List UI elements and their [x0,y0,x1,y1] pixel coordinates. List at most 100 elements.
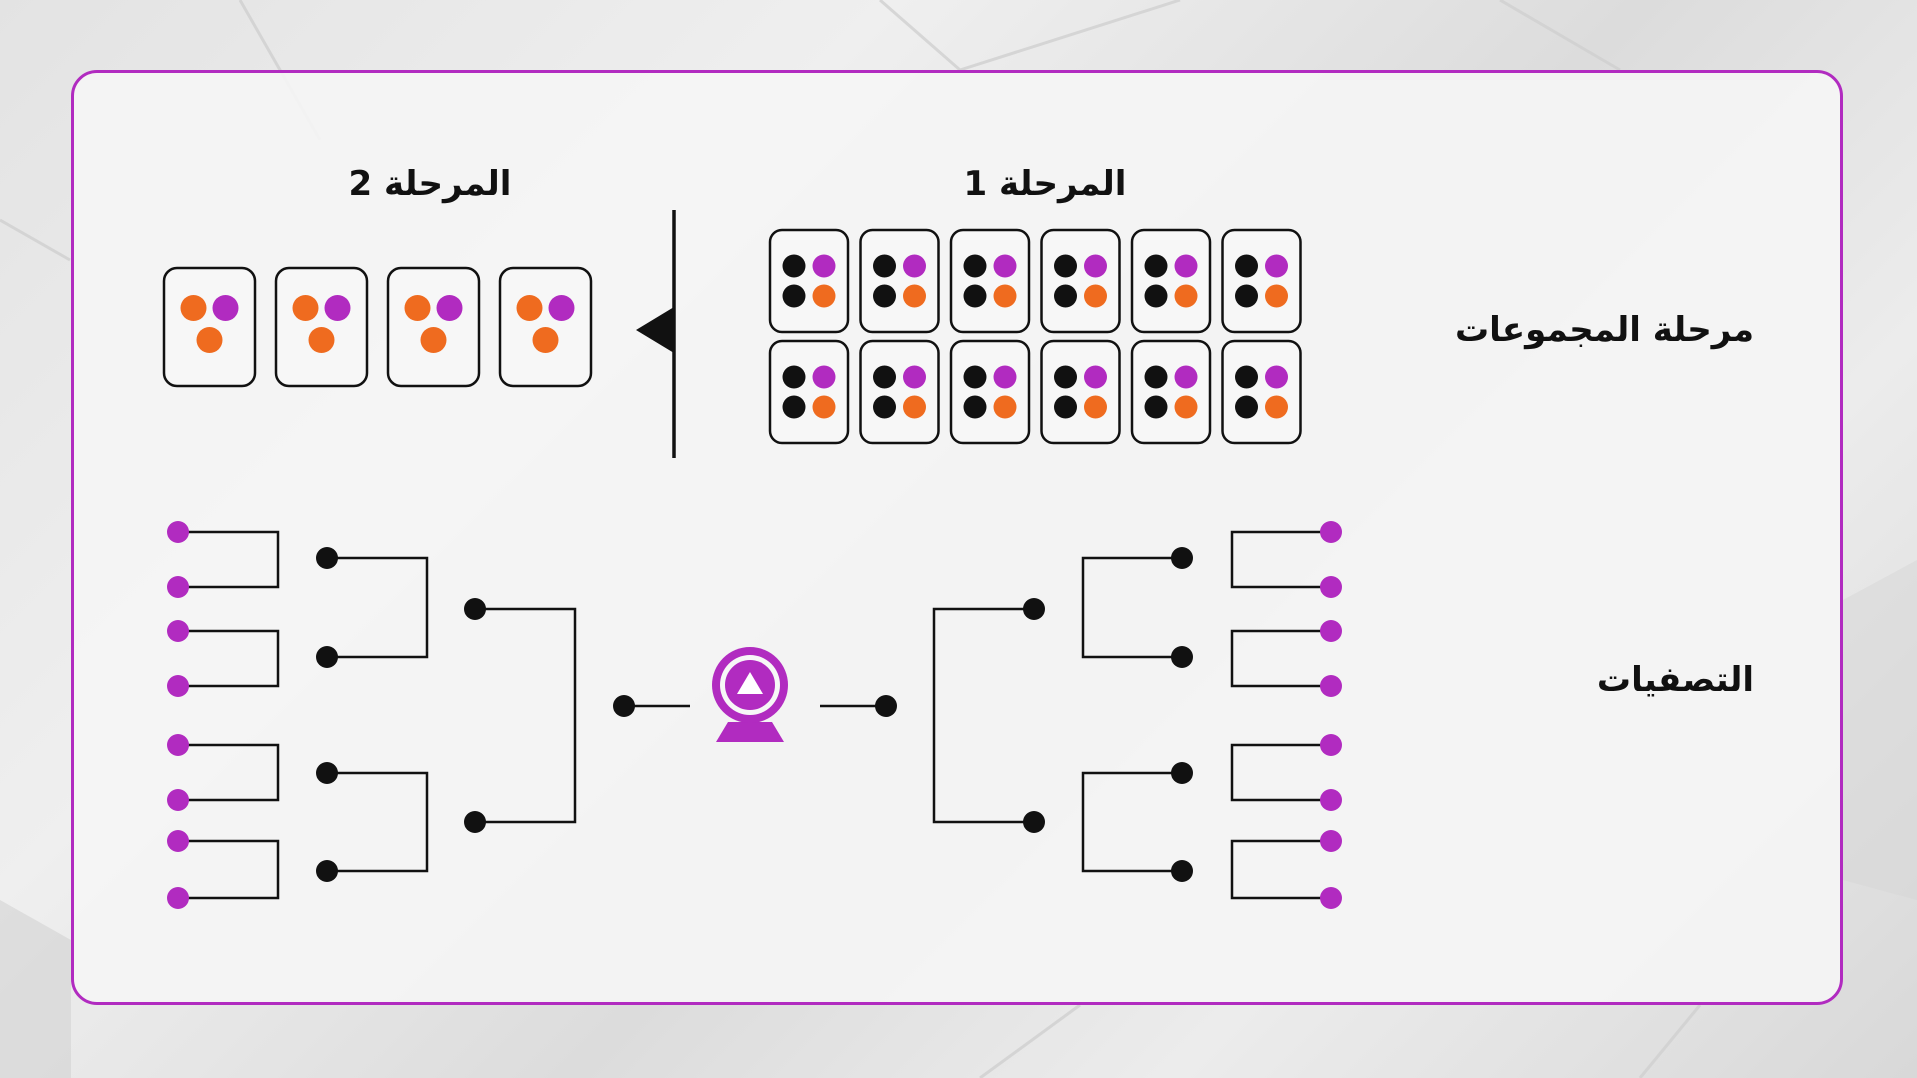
bracket-r16-connector [178,629,280,688]
stage1-team-dot [873,365,896,389]
stage1-group-card [768,228,850,334]
stage1-team-dot [1054,395,1077,419]
stage1-team-dot [1144,395,1168,419]
stage1-team-dot [1235,365,1258,389]
stage1-team-dot [963,365,987,389]
bracket-team-dot [1320,887,1342,909]
stage1-group-card [1221,228,1302,334]
stage2-team-dot [308,327,335,353]
bracket-sf-connector [932,607,1034,824]
stage2-title: المرحلة 2 [348,164,512,204]
stage1-team-dot [873,284,896,308]
bracket-team-dot [167,521,189,543]
bracket-qf-dot [1171,860,1193,882]
bracket-r16-connector [178,839,280,900]
bracket-qf-dot [316,547,338,569]
knockout-label: التصفيات [1596,660,1754,700]
stage1-team-dot [873,254,896,278]
stage1-team-dot [812,284,836,308]
bracket-qf-connector [1081,771,1182,873]
stage1-team-dot [1054,254,1077,278]
stage1-team-dot [812,254,836,278]
bracket-r16-connector [1230,839,1331,900]
stage1-team-dot [782,365,806,389]
stage1-group-card [949,339,1031,445]
bracket-team-dot [1320,830,1342,852]
bracket-team-dot [167,675,189,697]
stage1-team-dot [1054,365,1077,389]
bracket-r16-connector [1230,530,1331,589]
stage2-team-dot [196,327,223,353]
bracket-team-dot [1320,620,1342,642]
bracket-qf-dot [1171,762,1193,784]
stage1-team-dot [1174,254,1198,278]
stage1-team-dot [993,365,1017,389]
bracket-team-dot [1320,576,1342,598]
stage1-group-card [1130,339,1212,445]
stage1-group-card [768,339,850,445]
stage1-team-dot [1084,395,1107,419]
bracket-r16-connector [1230,743,1331,802]
stage1-team-dot [993,395,1017,419]
stage1-team-dot [873,395,896,419]
stage2-team-dot [516,295,543,321]
bracket-team-dot [1320,789,1342,811]
stage1-team-dot [1265,254,1288,278]
bracket-sf-dot [464,811,486,833]
stage1-team-dot [1265,284,1288,308]
bracket-qf-dot [316,646,338,668]
stage2-team-dot [324,295,351,321]
bracket-sf-dot [1023,811,1045,833]
bracket-sf-connector [475,607,577,824]
stage1-group-card [859,339,940,445]
stage1-team-dot [1174,284,1198,308]
bracket-r16-connector [178,530,280,589]
stage1-group-card [1130,228,1212,334]
bracket-qf-connector [327,556,429,659]
stage1-title: المرحلة 1 [963,164,1127,204]
bracket-sf-dot [464,598,486,620]
stage1-team-dot [903,365,926,389]
bracket-team-dot [167,576,189,598]
stage1-team-dot [782,395,806,419]
stage2-team-dot [420,327,447,353]
group-stage-label: مرحلة المجموعات [1454,310,1754,350]
stage1-group-card [1221,339,1302,445]
stage1-team-dot [903,284,926,308]
trophy-base [716,722,784,742]
stage2-team-dot [532,327,559,353]
bracket-qf-dot [316,762,338,784]
stage1-team-dot [1144,365,1168,389]
bracket-team-dot [167,734,189,756]
stage1-team-dot [963,254,987,278]
bracket-team-dot [167,830,189,852]
bracket-final-dot [613,695,635,717]
main-panel [71,70,1843,1005]
stage1-team-dot [1235,254,1258,278]
bracket-r16-connector [1230,629,1331,688]
bracket-qf-dot [1171,547,1193,569]
stage1-team-dot [993,254,1017,278]
stage1-team-dot [1054,284,1077,308]
bracket-team-dot [167,789,189,811]
stage1-team-dot [782,254,806,278]
bracket-qf-connector [327,771,429,873]
stage1-team-dot [903,254,926,278]
stage1-team-dot [1265,395,1288,419]
stage1-team-dot [1144,254,1168,278]
stage1-team-dot [1235,395,1258,419]
bracket-team-dot [1320,521,1342,543]
stage2-team-dot [548,295,575,321]
stage1-team-dot [1265,365,1288,389]
stage1-team-dot [993,284,1017,308]
stage1-team-dot [963,395,987,419]
stage2-team-dot [180,295,207,321]
bracket-qf-dot [1171,646,1193,668]
stage1-team-dot [1084,365,1107,389]
stage1-team-dot [1235,284,1258,308]
triangle-icon [737,672,763,694]
stage2-team-dot [436,295,463,321]
stage1-team-dot [782,284,806,308]
